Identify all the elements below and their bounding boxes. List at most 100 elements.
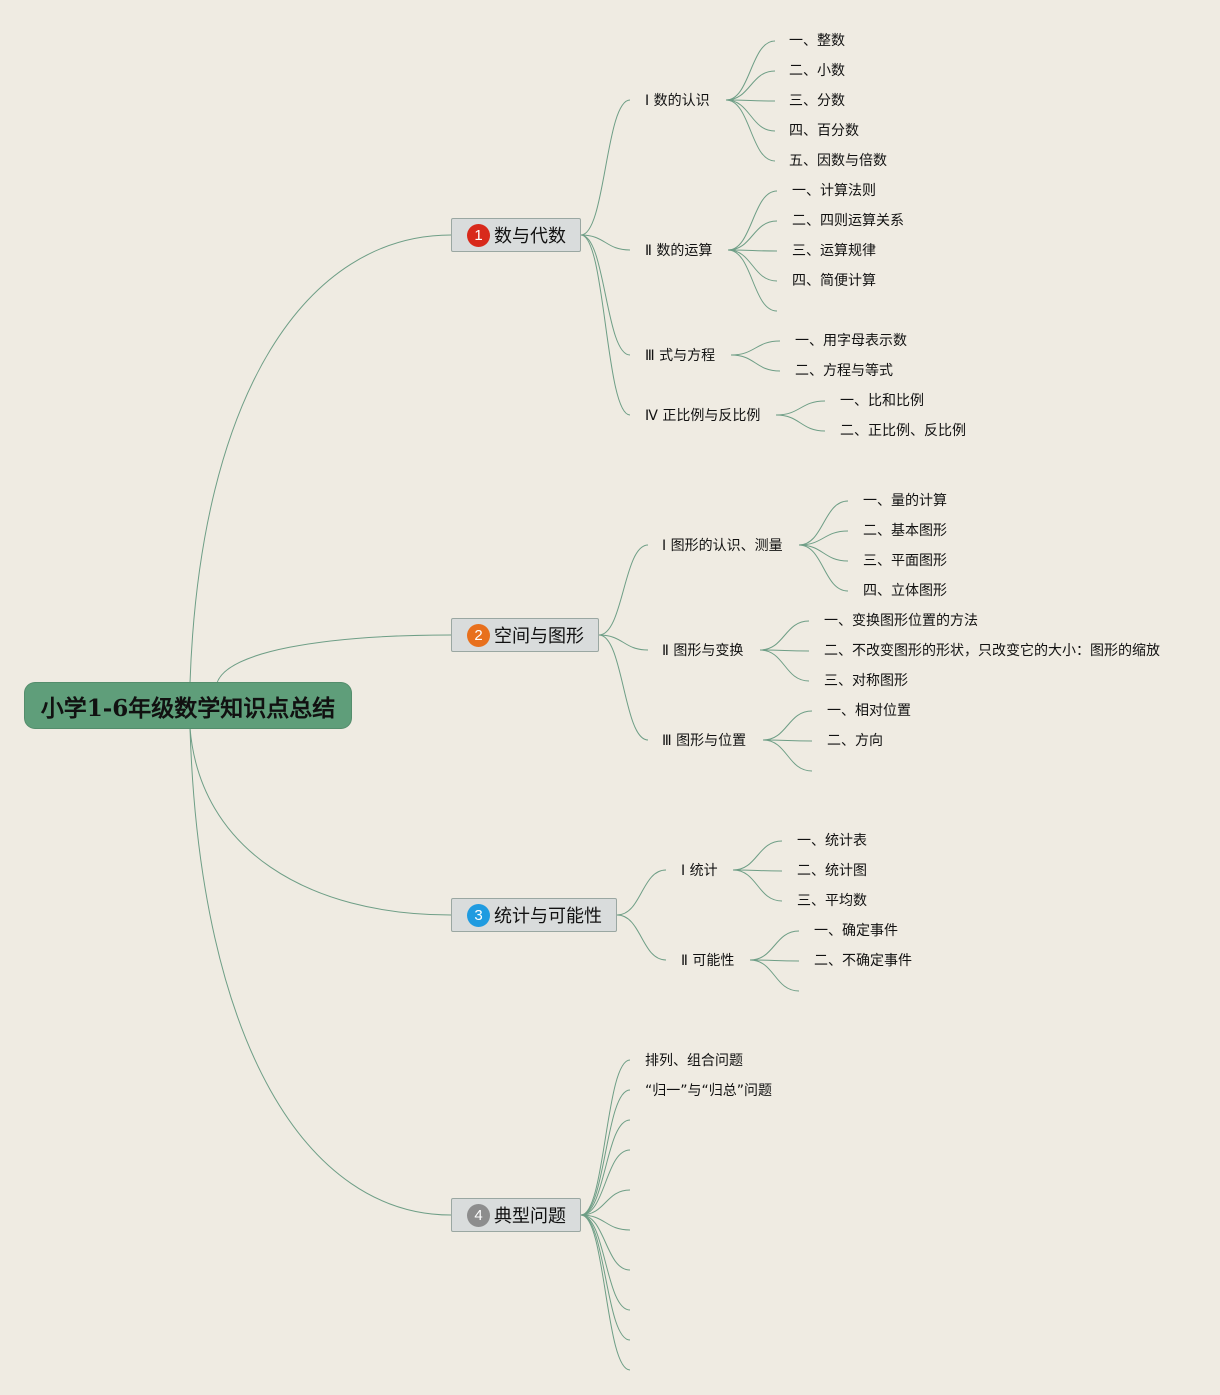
section-expressions-equations[interactable]: Ⅲ 式与方程 xyxy=(645,348,716,364)
connector-line xyxy=(775,414,826,432)
leaf-item[interactable]: 二、方程与等式 xyxy=(795,363,893,379)
topic-statistics-and-probability[interactable]: 3 统计与可能性 xyxy=(451,898,617,932)
connector-line xyxy=(759,620,810,651)
connector-line xyxy=(725,70,776,101)
connector-line xyxy=(580,1214,631,1341)
connector-line xyxy=(725,99,776,132)
connector-line xyxy=(732,840,783,871)
section-shape-position[interactable]: Ⅲ 图形与位置 xyxy=(662,733,747,749)
topic-typical-problems[interactable]: 4 典型问题 xyxy=(451,1198,581,1232)
section-shape-recognition[interactable]: Ⅰ 图形的认识、测量 xyxy=(662,538,783,554)
connector-line xyxy=(580,1189,631,1216)
connector-line xyxy=(725,99,776,162)
leaf-item[interactable]: 一、统计表 xyxy=(797,833,867,849)
connector-line xyxy=(580,1119,631,1216)
leaf-item[interactable]: 二、不改变图形的形状，只改变它的大小：图形的缩放 xyxy=(824,643,1160,659)
leaf-item[interactable]: 三、运算规律 xyxy=(792,243,876,259)
leaf-item[interactable]: 二、不确定事件 xyxy=(814,953,912,969)
leaf-item[interactable]: 一、比和比例 xyxy=(840,393,924,409)
connector-line xyxy=(762,739,813,772)
section-connector-line xyxy=(580,234,631,356)
connector-line xyxy=(775,400,826,416)
root-connector-line xyxy=(216,634,452,684)
connector-line xyxy=(749,930,800,961)
connector-line xyxy=(732,869,783,902)
topic-title: 空间与图形 xyxy=(494,626,584,647)
connector-line xyxy=(730,354,781,372)
connector-line xyxy=(762,739,813,742)
connector-line xyxy=(725,40,776,101)
leaf-item[interactable]: 二、基本图形 xyxy=(863,523,947,539)
connector-line xyxy=(727,190,778,251)
connector-line xyxy=(759,649,810,652)
leaf-item[interactable]: 一、用字母表示数 xyxy=(795,333,907,349)
connector-line xyxy=(580,1214,631,1271)
section-statistics[interactable]: Ⅰ 统计 xyxy=(681,863,718,879)
priority-1-icon: 1 xyxy=(467,223,490,247)
connector-line xyxy=(580,1214,631,1371)
connector-line xyxy=(730,340,781,356)
priority-3-icon: 3 xyxy=(467,903,490,927)
connector-line xyxy=(798,544,849,562)
connector-line xyxy=(798,500,849,546)
section-connector-line xyxy=(616,914,667,961)
connector-line xyxy=(759,649,810,682)
connector-line xyxy=(727,249,778,282)
connector-line xyxy=(749,959,800,992)
leaf-item[interactable]: 二、方向 xyxy=(827,733,883,749)
connector-line xyxy=(580,1059,631,1216)
leaf-item[interactable]: 二、正比例、反比例 xyxy=(840,423,966,439)
section-shape-transform[interactable]: Ⅱ 图形与变换 xyxy=(662,643,744,659)
leaf-item[interactable]: 四、百分数 xyxy=(789,123,859,139)
section-proportion[interactable]: Ⅳ 正比例与反比例 xyxy=(645,408,761,424)
leaf-item[interactable]: 一、变换图形位置的方法 xyxy=(824,613,978,629)
leaf-item[interactable]: 三、分数 xyxy=(789,93,845,109)
section-connector-line xyxy=(616,869,667,916)
connector-line xyxy=(580,1149,631,1216)
leaf-item[interactable]: 一、量的计算 xyxy=(863,493,947,509)
leaf-item[interactable]: 二、四则运算关系 xyxy=(792,213,904,229)
leaf-item[interactable]: 三、对称图形 xyxy=(824,673,908,689)
connector-line xyxy=(727,220,778,251)
leaf-item[interactable]: 三、平均数 xyxy=(797,893,867,909)
section-probability[interactable]: Ⅱ 可能性 xyxy=(681,953,735,969)
section-number-recognition[interactable]: Ⅰ 数的认识 xyxy=(645,93,710,109)
section-connector-line xyxy=(598,634,649,741)
leaf-item[interactable]: 排列、组合问题 xyxy=(645,1053,743,1069)
leaf-item[interactable]: 四、立体图形 xyxy=(863,583,947,599)
section-connector-line xyxy=(580,234,631,251)
connector-line xyxy=(749,959,800,962)
section-connector-line xyxy=(580,234,631,416)
leaf-item[interactable]: 二、小数 xyxy=(789,63,845,79)
root-connector-line xyxy=(189,727,452,916)
section-connector-line xyxy=(598,634,649,651)
leaf-item[interactable]: 一、相对位置 xyxy=(827,703,911,719)
leaf-item[interactable]: 四、简便计算 xyxy=(792,273,876,289)
leaf-item[interactable]: “归一”与“归总”问题 xyxy=(645,1083,773,1099)
root-connector-line xyxy=(189,234,452,684)
leaf-item[interactable]: 一、整数 xyxy=(789,33,845,49)
section-connector-line xyxy=(580,99,631,236)
leaf-item[interactable]: 三、平面图形 xyxy=(863,553,947,569)
connector-line xyxy=(732,869,783,872)
topic-title: 典型问题 xyxy=(494,1206,566,1227)
connector-line xyxy=(580,1089,631,1216)
connector-line xyxy=(798,544,849,592)
topic-number-and-algebra[interactable]: 1 数与代数 xyxy=(451,218,581,252)
leaf-item[interactable]: 五、因数与倍数 xyxy=(789,153,887,169)
topic-title: 数与代数 xyxy=(494,226,566,247)
connector-line xyxy=(725,99,776,102)
leaf-item[interactable]: 一、计算法则 xyxy=(792,183,876,199)
leaf-item[interactable]: 二、统计图 xyxy=(797,863,867,879)
connector-line xyxy=(727,249,778,252)
root-topic[interactable]: 小学1-6年级数学知识点总结 xyxy=(25,683,351,728)
section-connector-line xyxy=(598,544,649,636)
section-number-operations[interactable]: Ⅱ 数的运算 xyxy=(645,243,713,259)
root-connector-line xyxy=(189,727,452,1216)
connector-line xyxy=(762,710,813,741)
topic-space-and-shape[interactable]: 2 空间与图形 xyxy=(451,618,599,652)
root-title: 小学1-6年级数学知识点总结 xyxy=(40,694,336,722)
leaf-item[interactable]: 一、确定事件 xyxy=(814,923,898,939)
